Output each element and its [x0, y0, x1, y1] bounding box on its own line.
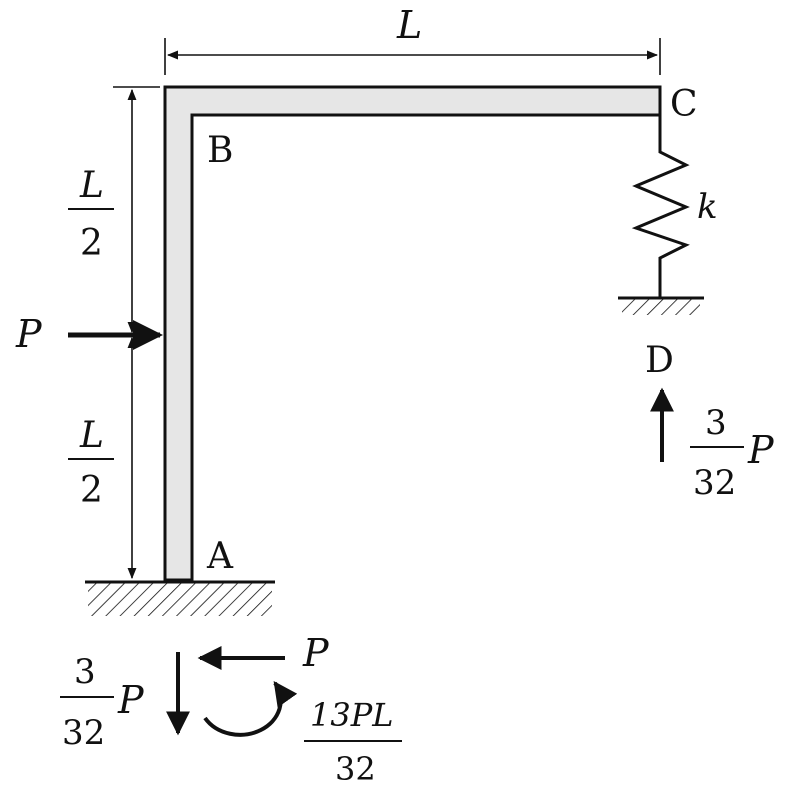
label-d: D — [645, 340, 674, 381]
label-a: A — [206, 536, 234, 577]
reaction-a-moment-arrow — [203, 681, 298, 737]
reaction-d-symbol: P — [747, 428, 775, 472]
upper-half-numerator: L — [79, 165, 104, 206]
ground-d — [618, 296, 704, 315]
label-spring-k: k — [697, 187, 718, 227]
dimension-span — [164, 38, 661, 75]
reaction-a-numerator: 3 — [74, 652, 96, 692]
spring — [631, 115, 690, 298]
label-span-l: L — [396, 3, 422, 47]
label-c: C — [670, 84, 698, 125]
label-lower-half: L 2 — [68, 415, 114, 511]
fixed-support-a — [85, 580, 275, 616]
moment-numerator: 13PL — [310, 696, 394, 734]
moment-denominator: 32 — [335, 750, 376, 787]
upper-half-denominator: 2 — [80, 223, 103, 264]
reaction-a-horizontal-label: P — [302, 631, 330, 675]
lower-half-numerator: L — [79, 415, 104, 456]
label-upper-half: L 2 — [68, 165, 114, 264]
label-load-p: P — [15, 312, 43, 356]
reaction-a-symbol: P — [117, 678, 145, 722]
reaction-d-numerator: 3 — [705, 403, 727, 443]
reaction-a-vertical-label: 3 32 P — [60, 652, 145, 753]
dimension-vertical — [113, 86, 160, 580]
reaction-d-label: 3 32 P — [690, 403, 775, 503]
reaction-a-denominator: 32 — [62, 713, 105, 753]
reaction-a-moment-label: 13PL 32 — [304, 696, 402, 787]
label-b: B — [207, 130, 233, 171]
lower-half-denominator: 2 — [80, 470, 103, 511]
reaction-d-denominator: 32 — [693, 463, 736, 503]
frame-member — [163, 85, 662, 582]
